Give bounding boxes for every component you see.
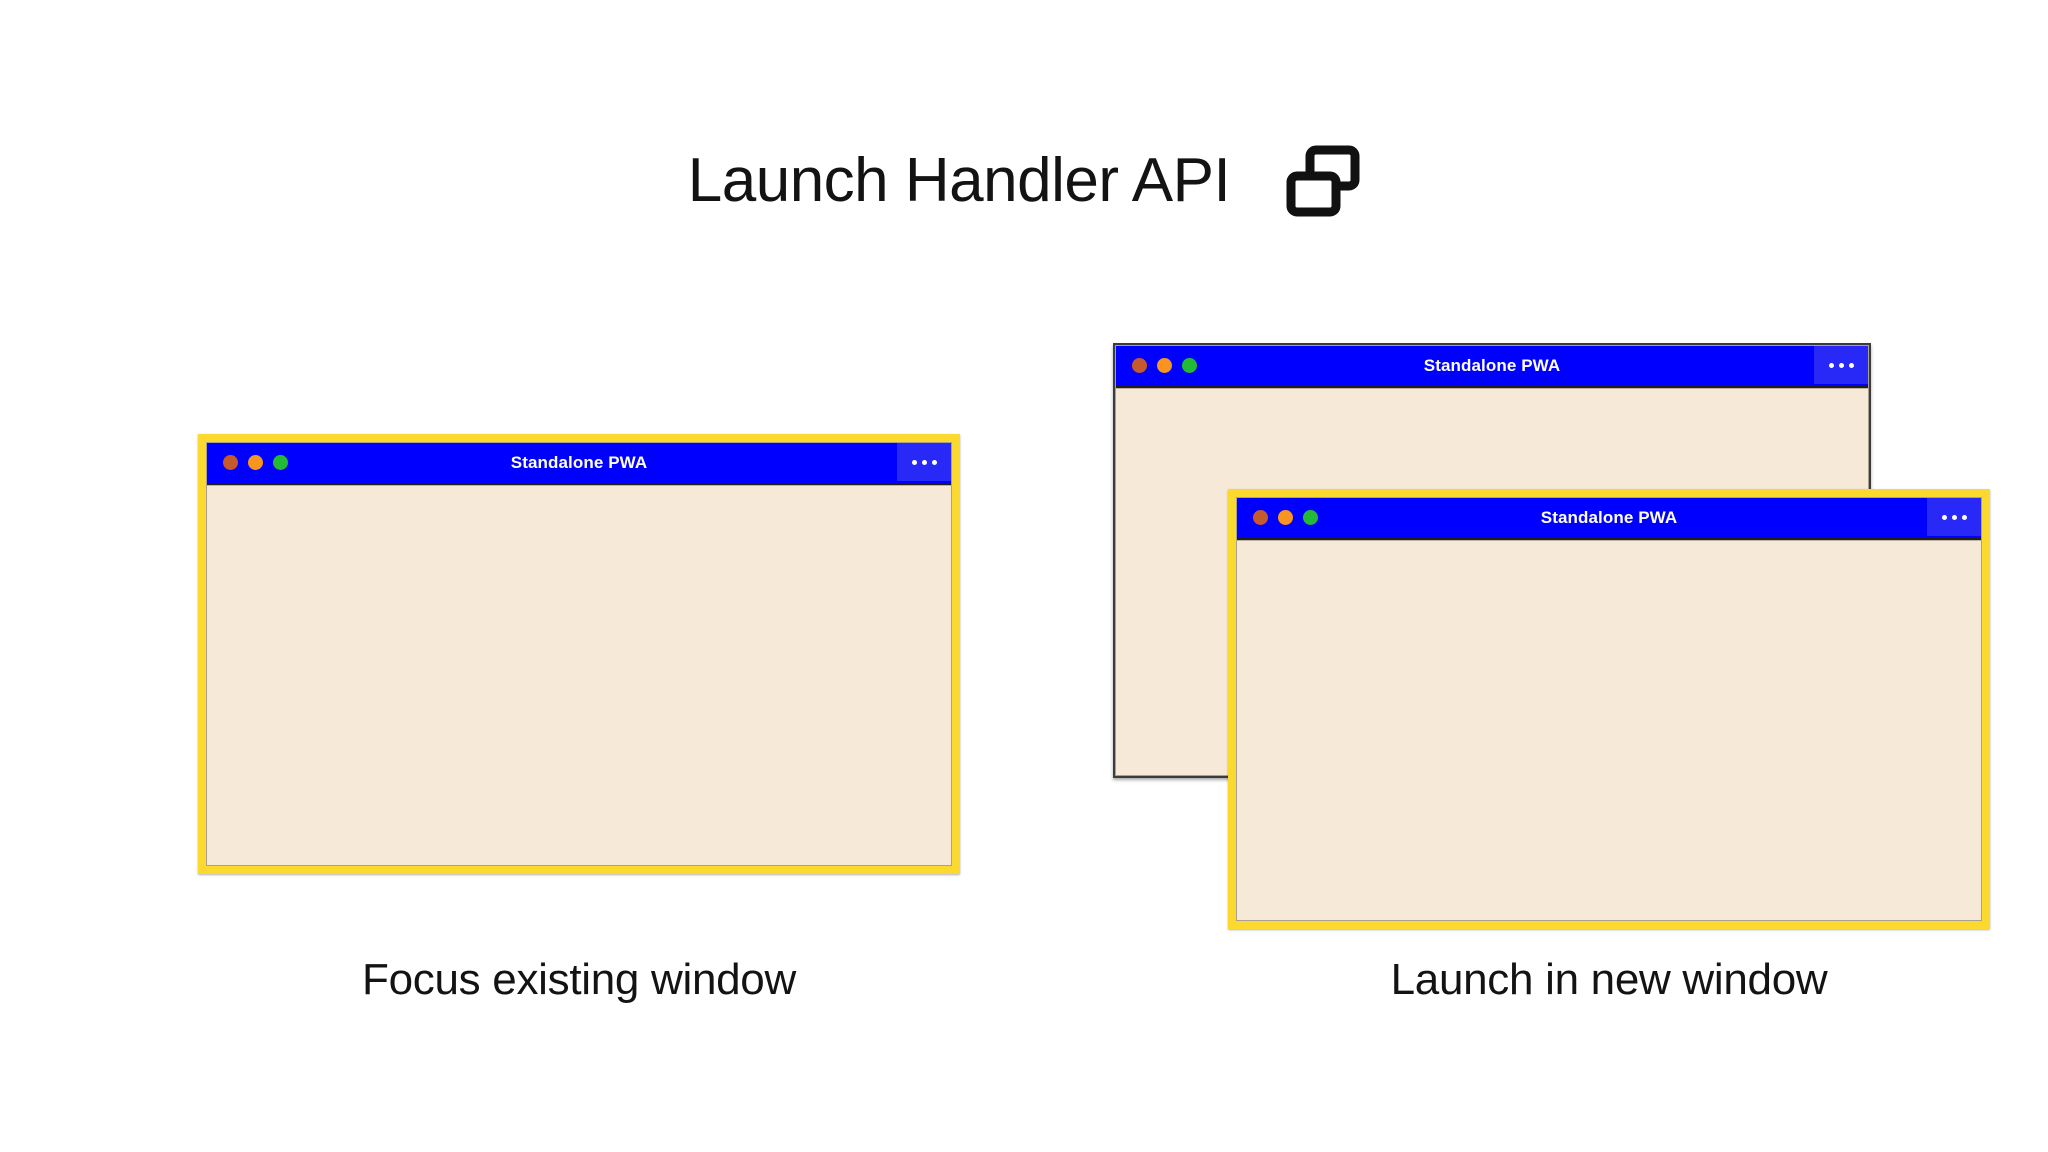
window-content-area: [1237, 540, 1981, 920]
maximize-dot[interactable]: [1182, 357, 1197, 373]
menu-dot: [921, 459, 927, 465]
page-title: Launch Handler API: [687, 146, 1231, 215]
traffic-lights: [223, 443, 288, 481]
window-chrome: Standalone PWA: [206, 442, 952, 866]
traffic-lights: [1132, 346, 1197, 384]
window-title: Standalone PWA: [1423, 355, 1561, 375]
minimize-dot[interactable]: [248, 454, 263, 470]
close-dot[interactable]: [223, 454, 238, 470]
menu-dot: [931, 459, 937, 465]
header: Launch Handler API: [0, 126, 2048, 236]
menu-dot: [1848, 362, 1854, 368]
traffic-lights: [1253, 498, 1318, 536]
overflow-menu-button[interactable]: [1927, 498, 1981, 536]
overflow-menu-button[interactable]: [897, 443, 951, 481]
menu-dot: [1838, 362, 1844, 368]
title-bar[interactable]: Standalone PWA: [1116, 346, 1868, 388]
window-newly-launched[interactable]: Standalone PWA: [1228, 489, 1990, 929]
title-bar[interactable]: Standalone PWA: [1237, 498, 1981, 540]
maximize-dot[interactable]: [273, 454, 288, 470]
title-bar[interactable]: Standalone PWA: [207, 443, 951, 485]
menu-dot: [1951, 514, 1957, 520]
maximize-dot[interactable]: [1303, 509, 1318, 525]
menu-dot: [1961, 514, 1967, 520]
windows-overlap-icon: [1286, 145, 1360, 217]
minimize-dot[interactable]: [1278, 509, 1293, 525]
menu-dot: [1941, 514, 1947, 520]
minimize-dot[interactable]: [1157, 357, 1172, 373]
window-title: Standalone PWA: [510, 452, 648, 472]
window-title: Standalone PWA: [1540, 507, 1678, 527]
overflow-menu-button[interactable]: [1814, 346, 1868, 384]
close-dot[interactable]: [1132, 357, 1147, 373]
menu-dot: [1828, 362, 1834, 368]
menu-dot: [911, 459, 917, 465]
caption-focus-existing-window: Focus existing window: [362, 955, 796, 1004]
window-focus-existing[interactable]: Standalone PWA: [198, 434, 960, 874]
close-dot[interactable]: [1253, 509, 1268, 525]
window-content-area: [207, 485, 951, 865]
caption-launch-in-new-window: Launch in new window: [1390, 955, 1828, 1004]
window-chrome: Standalone PWA: [1236, 497, 1982, 921]
